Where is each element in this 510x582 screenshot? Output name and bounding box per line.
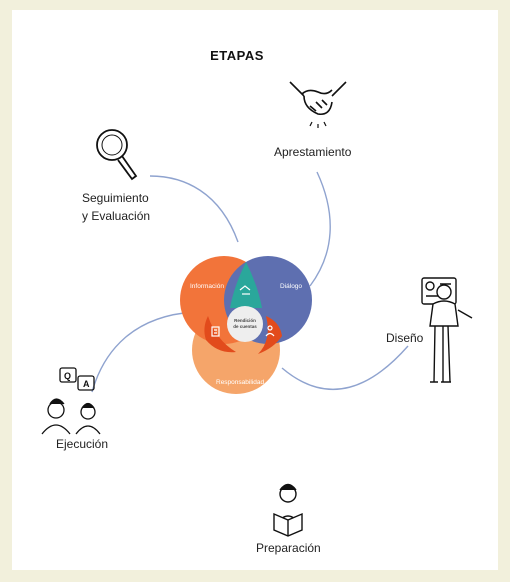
handshake-icon (289, 81, 347, 128)
checklist-small-icon (211, 326, 220, 337)
diagram-title: ETAPAS (210, 48, 264, 63)
overlap-top (230, 262, 262, 308)
connector-ejecucion (91, 311, 195, 393)
diagram-canvas: ETAPAS (12, 10, 498, 570)
connector-diseno (281, 345, 409, 390)
overlap-left (204, 316, 236, 353)
presenter-icon (421, 277, 473, 383)
handshake-small-icon (239, 285, 251, 295)
label-diseno: Diseño (386, 331, 424, 345)
magnifier-icon (96, 129, 138, 181)
label-center-1: Rendición (234, 318, 256, 323)
diagram-graphics: Q A Información Diálogo Responsabilidad … (41, 81, 473, 537)
label-seguimiento-2: y Evaluación (82, 209, 151, 223)
reader-icon (273, 483, 303, 537)
label-preparacion: Preparación (256, 541, 321, 555)
connector-apresto (309, 171, 331, 287)
people-dialogue-icon (41, 367, 101, 435)
label-informacion: Información (190, 283, 224, 290)
center-disc (227, 306, 263, 342)
label-seguimiento-1: Seguimiento (82, 191, 149, 205)
bubble-q: Q (64, 371, 71, 381)
people-small-icon (265, 325, 275, 337)
label-responsabilidad: Responsabilidad (216, 379, 264, 386)
label-center-2: de cuentas (233, 324, 257, 329)
label-dialogo: Diálogo (280, 283, 302, 290)
label-ejecucion: Ejecución (56, 437, 109, 451)
bubble-a: A (83, 379, 90, 389)
overlap-right (258, 316, 282, 354)
label-aprestamiento: Aprestamiento (274, 145, 352, 159)
connector-seguimiento (149, 175, 239, 243)
